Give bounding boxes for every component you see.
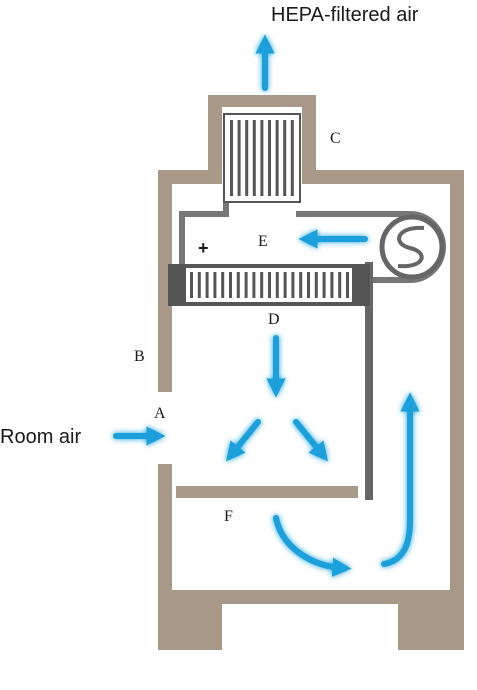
positive-pressure-label: +: [198, 238, 209, 258]
hepa-air-label: HEPA-filtered air: [271, 4, 419, 26]
filter-pleat: [236, 272, 240, 298]
filter-pleat: [346, 272, 349, 298]
filter-pleat: [268, 120, 271, 196]
filter-pleat: [275, 272, 279, 298]
filter-pleat: [229, 272, 232, 298]
filter-pleat: [268, 272, 271, 298]
filter-pleat: [237, 120, 241, 196]
filter-pleat: [275, 120, 279, 196]
filter-pleat: [307, 272, 310, 298]
blower-fan-icon: [379, 214, 445, 280]
downflow-left-arrow: [225, 419, 261, 462]
label-f: F: [224, 508, 233, 525]
supply-hepa-filter: [168, 264, 370, 306]
filter-pleat: [283, 272, 287, 298]
filter-pleat: [330, 272, 334, 298]
filter-pleat: [322, 272, 326, 298]
cabinet-outline: [158, 95, 464, 650]
filter-pleat: [291, 272, 295, 298]
filter-pleat: [205, 272, 209, 298]
label-d: D: [268, 311, 280, 328]
filter-pleat: [190, 272, 193, 298]
return-up-arrow: [381, 392, 420, 567]
filter-pleat: [244, 272, 248, 298]
under-surface-arrow: [273, 515, 352, 577]
inner-panel: [365, 262, 373, 500]
label-e: E: [258, 233, 268, 250]
filter-pleat: [283, 120, 287, 196]
downflow-right-arrow: [293, 419, 329, 462]
filter-pleat: [290, 120, 294, 196]
filter-pleat: [197, 272, 201, 298]
label-b: B: [134, 348, 145, 365]
filter-pleat: [252, 272, 256, 298]
filter-pleat: [213, 272, 217, 298]
filter-pleat: [252, 120, 256, 196]
filter-pleat: [260, 120, 264, 196]
room-air-label: Room air: [0, 426, 81, 448]
filter-pleat: [221, 272, 225, 298]
airflow-arrows: [113, 34, 420, 577]
label-c: C: [330, 130, 341, 147]
label-a: A: [154, 405, 166, 422]
exhaust-hepa-filter: [223, 113, 301, 203]
filter-pleat: [245, 120, 249, 196]
filter-pleat: [314, 272, 318, 298]
filter-pleat: [230, 120, 233, 196]
filter-pleat: [299, 272, 303, 298]
filter-pleat: [338, 272, 342, 298]
filter-pleat: [260, 272, 264, 298]
